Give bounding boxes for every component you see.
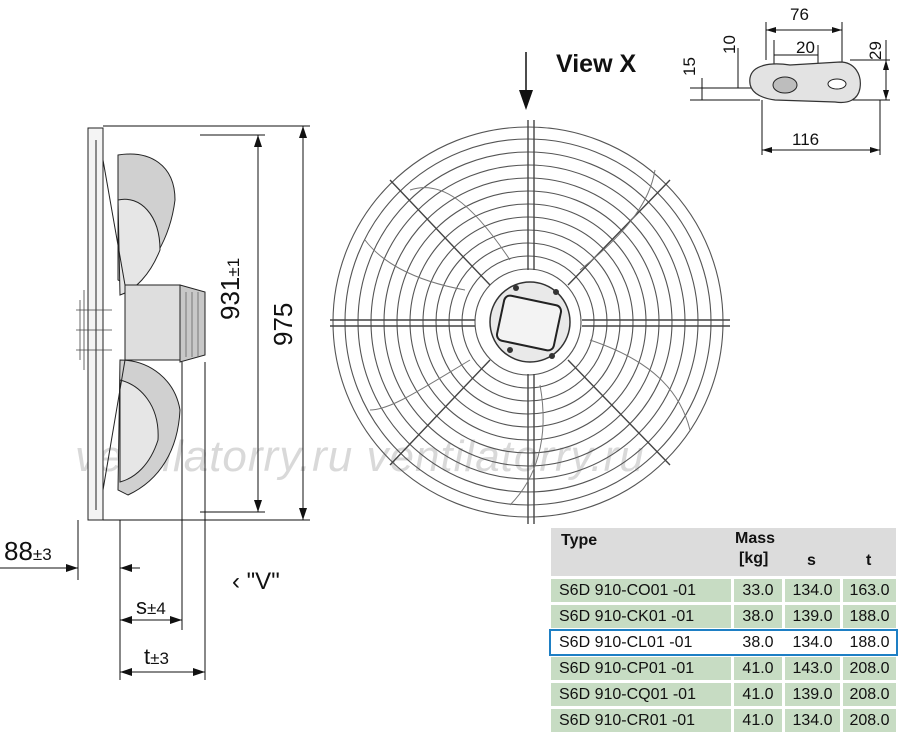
cell-mass: 41.0: [734, 683, 782, 706]
table-header: Type Mass [kg] s t: [551, 528, 896, 576]
header-t: t: [866, 552, 872, 569]
cell-s: 139.0: [785, 683, 840, 706]
dim-15-label: 15: [680, 57, 699, 76]
cell-t: 208.0: [843, 709, 896, 732]
view-v-label: ‹ "V": [232, 568, 280, 595]
cell-mass: 38.0: [734, 631, 782, 654]
dim-975-label: 975: [268, 302, 298, 346]
cell-s: 134.0: [785, 709, 840, 732]
cell-t: 208.0: [843, 657, 896, 680]
cell-mass: 38.0: [734, 605, 782, 628]
cell-s: 139.0: [785, 605, 840, 628]
cell-type: S6D 910-CQ01 -01: [551, 683, 731, 706]
cell-s: 134.0: [785, 579, 840, 602]
cell-type: S6D 910-CR01 -01: [551, 709, 731, 732]
dim-931-label: 931±1: [215, 257, 245, 320]
header-s: s: [807, 552, 816, 569]
cell-type: S6D 910-CL01 -01: [551, 631, 731, 654]
cell-s: 143.0: [785, 657, 840, 680]
header-mass-unit: [kg]: [739, 550, 769, 567]
dim-88-label: 88±3: [4, 536, 52, 566]
cell-mass: 41.0: [734, 657, 782, 680]
cell-t: 188.0: [843, 631, 896, 654]
dim-t-label: t±3: [144, 644, 169, 669]
cell-mass: 41.0: [734, 709, 782, 732]
header-mass: Mass: [735, 530, 776, 547]
dim-76-label: 76: [790, 5, 809, 24]
cell-type: S6D 910-CP01 -01: [551, 657, 731, 680]
dim-s-label: s±4: [136, 594, 166, 619]
cell-type: S6D 910-CO01 -01: [551, 579, 731, 602]
view-x-arrow: [519, 52, 533, 110]
dim-116-label: 116: [792, 130, 820, 149]
fan-side-view: [0, 125, 310, 680]
cell-t: 188.0: [843, 605, 896, 628]
fan-front-view: [330, 120, 730, 524]
cell-t: 208.0: [843, 683, 896, 706]
cell-s: 134.0: [785, 631, 840, 654]
cell-t: 163.0: [843, 579, 896, 602]
dim-10-label: 10: [720, 35, 739, 54]
header-type: Type: [561, 532, 598, 549]
terminal-box-detail: [690, 22, 890, 155]
dim-29-label: 29: [866, 41, 885, 60]
cell-mass: 33.0: [734, 579, 782, 602]
dim-20-label: 20: [796, 38, 815, 57]
view-x-label: View X: [556, 50, 637, 78]
cell-type: S6D 910-CK01 -01: [551, 605, 731, 628]
